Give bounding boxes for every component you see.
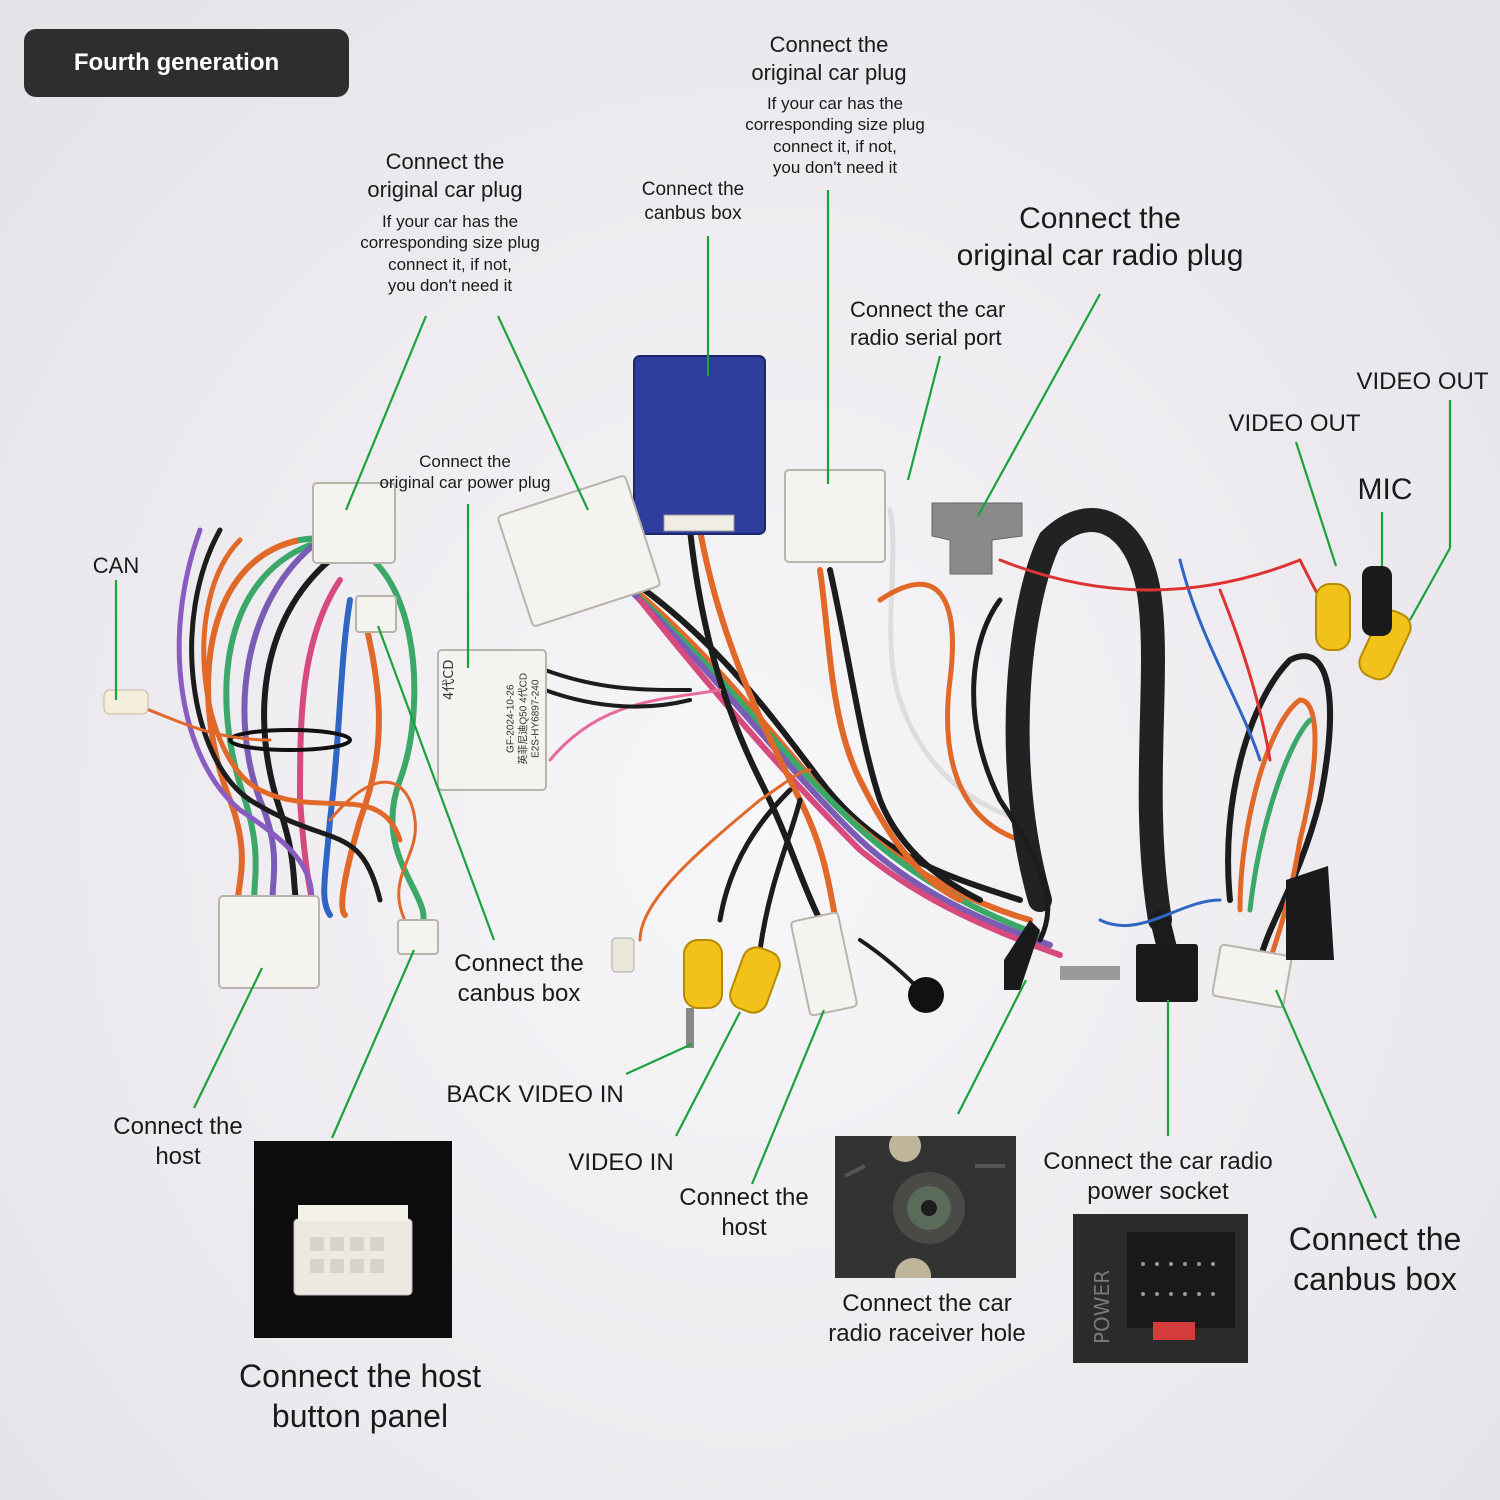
label-canbus-top: Connect the canbus box [641,179,745,224]
connector-button-panel [397,919,439,955]
label-video-out: VIDEO OUT [1228,410,1361,437]
label-original-plug-top-note: If your car has the corresponding size p… [745,94,925,177]
label-original-plug-left-title: Connect the original car plug [367,149,523,202]
inset-power-socket-photo: POWER [1073,1214,1248,1363]
antenna-adapter [1004,920,1040,990]
label-mic: MIC [1357,473,1413,506]
connector-canbus-right [1211,943,1293,1009]
mic-jack [1362,566,1392,636]
generation-badge: Fourth generation [24,29,349,97]
back-video-pin [611,937,635,973]
connector-original-plug-left [312,482,396,564]
rca-video-out [1315,583,1351,651]
label-canbus-mid: Connect the canbus box [454,950,584,1007]
connector-original-plug-top [784,469,886,563]
label-power-plug: Connect the original car power plug [379,452,551,493]
middle-harness-bundle [543,507,1063,992]
rca-video-out-right [1358,609,1412,681]
canbus-box [633,355,766,535]
label-video-out-right: VIDEO OUT [1356,368,1489,395]
mic-head [908,977,944,1013]
rca-back-video-in [683,939,723,1009]
label-button-panel: Connect the host button panel [239,1358,481,1434]
inset-button-panel-photo [254,1141,452,1338]
label-original-plug-left-note: If your car has the corresponding size p… [360,212,540,295]
connector-host-mid [790,911,858,1017]
label-power-socket: Connect the car radio power socket [1043,1148,1273,1205]
connector-radio-plug [931,502,1023,575]
connector-power-socket [1136,944,1198,1002]
can-pin [103,689,149,715]
label-original-plug-top-title: Connect the original car plug [751,32,907,85]
rca-video-in [729,946,781,1014]
plug-code: 4代CD [442,660,457,700]
connector-canbus-plug [497,475,661,627]
label-can: CAN [92,553,140,578]
connector-host-left [218,895,320,989]
label-video-in: VIDEO IN [568,1149,674,1176]
sleeved-bundle [1005,508,1172,932]
label-radio-plug: Connect the original car radio plug [956,202,1244,272]
label-host-mid: Connect the host [679,1184,809,1241]
label-serial-port: Connect the car radio serial port [850,297,1006,350]
connector-power-plug [437,649,547,791]
label-back-video-in: BACK VIDEO IN [446,1081,624,1108]
filter-box [1286,866,1334,960]
label-host-left: Connect the host [113,1113,243,1170]
label-receiver-hole: Connect the car radio raceiver hole [828,1290,1026,1347]
power-plug-sticker: GF-2024-10-26 英菲尼迪Q50 4代CD E2S-HY6897-24… [505,672,542,765]
inset-receiver-hole-photo [835,1136,1016,1278]
label-canbus-right: Connect the canbus box [1288,1221,1462,1297]
leader-lines [114,190,1452,1219]
power-word: POWER [1090,1270,1114,1344]
connector-small [355,595,397,633]
